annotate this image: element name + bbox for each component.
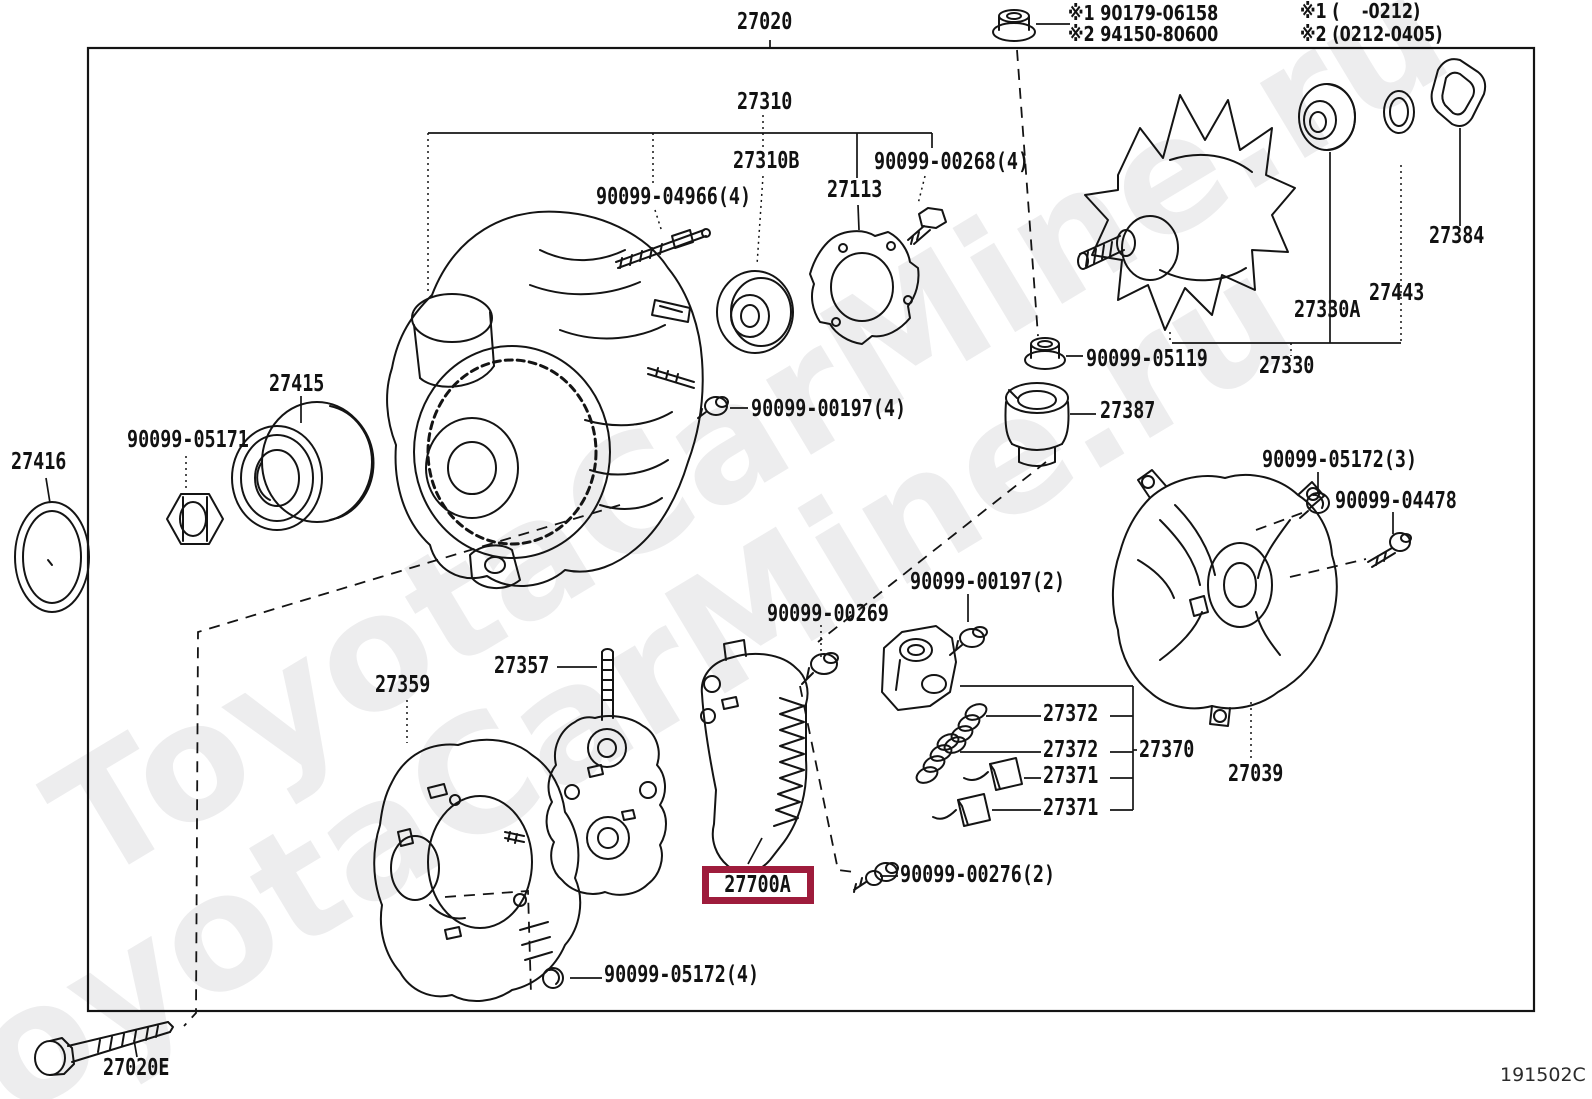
- brush-2-drawing: [932, 793, 991, 827]
- label-90099-05172-3: 90099-05172(3): [1262, 447, 1418, 473]
- label-27384: 27384: [1429, 223, 1485, 249]
- screw-00276-drawing: [853, 862, 899, 893]
- label-27330A: 27330A: [1294, 297, 1361, 323]
- bolt-27020E-drawing: [34, 1021, 174, 1076]
- label-90099-05172-4: 90099-05172(4): [604, 962, 760, 988]
- brush-1-drawing: [963, 757, 1023, 791]
- label-27020: 27020: [737, 9, 793, 35]
- label-27372-2: 27372: [1043, 737, 1099, 763]
- label-90099-00276: 90099-00276(2): [900, 862, 1056, 888]
- label-90099-04966: 90099-04966(4): [596, 184, 752, 210]
- plate-27113-drawing: [809, 230, 920, 345]
- rotor-27330-drawing: [1077, 94, 1296, 331]
- label-90099-05171: 90099-05171: [127, 427, 249, 453]
- label-27330: 27330: [1259, 353, 1315, 379]
- ring-27443-drawing: [1383, 90, 1415, 134]
- highlighted-part-label[interactable]: 27700A: [724, 872, 792, 898]
- screw-05172-4-drawing: [542, 967, 564, 989]
- nut-05119-drawing: [1024, 337, 1066, 370]
- label-27310B: 27310B: [733, 148, 800, 174]
- screw-00269-drawing: [801, 652, 839, 685]
- label-27372-1: 27372: [1043, 701, 1099, 727]
- bolt-00268-drawing: [907, 207, 947, 245]
- mount-nut-drawing: [992, 9, 1036, 42]
- label-27415: 27415: [269, 371, 325, 397]
- screw-04478-drawing: [1367, 532, 1412, 568]
- label-ref1-range: ※1 ( -0212): [1300, 0, 1421, 23]
- leader-lines-dotted: [185, 115, 1402, 760]
- label-doc-code: 191502C: [1500, 1064, 1586, 1086]
- label-ref1-part: ※1 90179-06158: [1068, 1, 1219, 25]
- rectifier-27700A-drawing: [700, 639, 809, 874]
- insulator-27387-drawing: [1004, 382, 1070, 467]
- nut-05171-drawing: [166, 493, 224, 545]
- label-27443: 27443: [1369, 280, 1425, 306]
- screw-00197-2-drawing: [949, 626, 988, 656]
- housing-27039-drawing: [1111, 469, 1338, 727]
- label-90099-00269: 90099-00269: [767, 601, 889, 627]
- brush-spring-1-drawing: [943, 703, 988, 754]
- screw-05172-3-drawing: [1299, 492, 1330, 519]
- label-90099-04478: 90099-04478: [1335, 488, 1457, 514]
- cover-27416-drawing: [14, 501, 90, 613]
- label-27357: 27357: [494, 653, 550, 679]
- label-27020E: 27020E: [103, 1055, 170, 1081]
- label-90099-00268: 90099-00268(4): [874, 149, 1030, 175]
- label-27416: 27416: [11, 449, 67, 475]
- alternator-assembly-drawing: [386, 210, 704, 589]
- screw-00197-4-drawing: [697, 396, 729, 419]
- label-90099-05119: 90099-05119: [1086, 346, 1208, 372]
- highlighted-part-box[interactable]: 27700A: [702, 866, 814, 904]
- pulley-27415-drawing: [231, 401, 375, 531]
- diagram-border: [86, 46, 1536, 1013]
- leader-lines-solid: [45, 23, 1461, 1058]
- assembly-axis-dashed: [183, 49, 1367, 1027]
- label-27370: 27370: [1139, 737, 1195, 763]
- label-27371-1: 27371: [1043, 763, 1099, 789]
- label-ref2-range: ※2 (0212-0405): [1300, 22, 1443, 46]
- brush-holder-assy-27357-drawing: [545, 648, 667, 896]
- label-27113: 27113: [827, 177, 883, 203]
- bearing-27310B-drawing: [716, 270, 794, 354]
- brush-spring-2-drawing: [915, 733, 960, 784]
- label-27039: 27039: [1228, 761, 1284, 787]
- stud-bolt-04966-drawing: [615, 228, 711, 269]
- label-27359: 27359: [375, 672, 431, 698]
- cover-27384-drawing: [1430, 58, 1487, 127]
- bearing-27330A-drawing: [1298, 83, 1356, 151]
- label-90099-00197-4: 90099-00197(4): [751, 396, 907, 422]
- brush-holder-27370-drawing: [881, 625, 957, 711]
- label-27387: 27387: [1100, 398, 1156, 424]
- label-27371-2: 27371: [1043, 795, 1099, 821]
- label-ref2-part: ※2 94150-80600: [1068, 22, 1219, 46]
- label-90099-00197-2: 90099-00197(2): [910, 569, 1066, 595]
- label-27310: 27310: [737, 89, 793, 115]
